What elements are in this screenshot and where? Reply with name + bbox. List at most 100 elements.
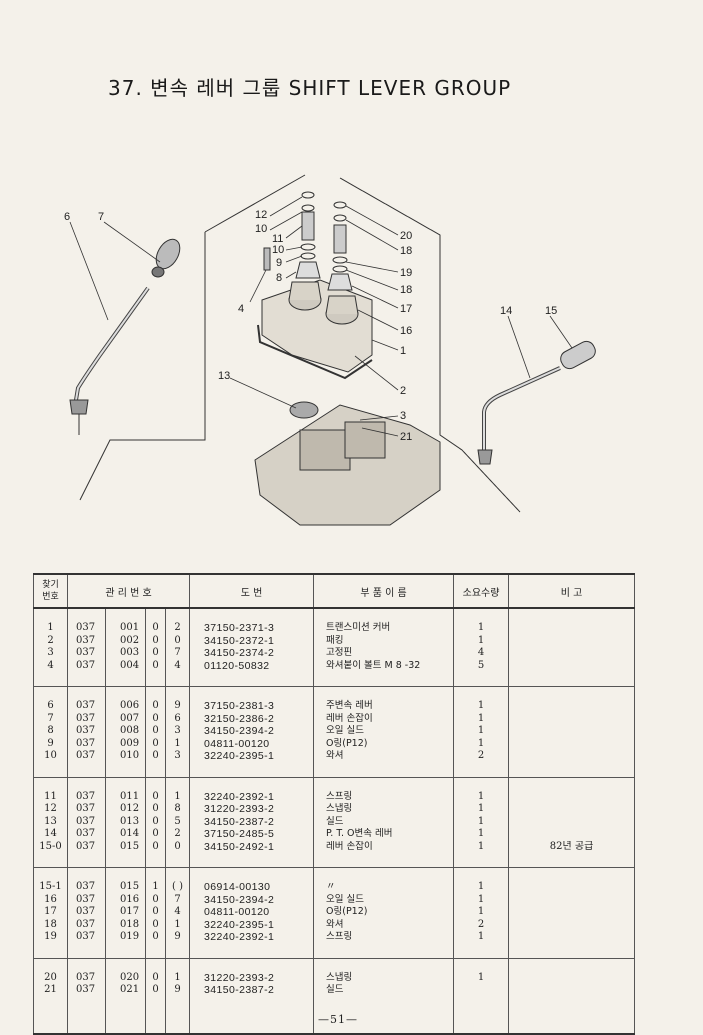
- callout-17: 17: [400, 303, 412, 315]
- cell-qty: 1: [453, 803, 510, 816]
- cell-m4: 0: [164, 634, 191, 647]
- cell-no: 13: [33, 815, 68, 828]
- cell-m4: 4: [164, 906, 191, 919]
- cell-part: 31220-2393-2: [189, 958, 315, 984]
- cell-no: 2: [33, 634, 68, 647]
- cell-qty: 1: [453, 815, 510, 828]
- cell-m3: 0: [145, 984, 166, 1035]
- cell-m2: 003: [105, 647, 146, 660]
- cell-no: 15-0: [33, 840, 68, 868]
- gasket: [257, 324, 373, 380]
- cell-m4: 2: [164, 828, 191, 841]
- cell-m1: 037: [67, 958, 106, 984]
- cell-no: 21: [33, 984, 68, 1035]
- callout-18a: 18: [400, 245, 412, 257]
- cell-name: 와셔: [313, 750, 455, 778]
- cell-no: 6: [33, 686, 68, 713]
- cell-remarks: [508, 608, 636, 635]
- cell-m4: 7: [164, 647, 191, 660]
- callout-10b: 10: [272, 244, 284, 256]
- cell-m3: 0: [145, 608, 166, 635]
- header-management-number: 관 리 번 호: [66, 573, 191, 609]
- cell-remarks: [508, 958, 636, 984]
- callout-1: 1: [400, 345, 406, 357]
- cell-m2: 018: [105, 918, 146, 931]
- cell-m3: 0: [145, 750, 166, 778]
- cell-qty: [453, 984, 510, 1035]
- cell-m3: 0: [145, 725, 166, 738]
- cell-m3: 0: [145, 906, 166, 919]
- cell-m1: 037: [67, 906, 106, 919]
- cell-m1: 037: [67, 815, 106, 828]
- cell-remarks: [508, 725, 636, 738]
- callout-14: 14: [500, 305, 512, 317]
- cell-m2: 019: [105, 931, 146, 959]
- pto-boundary-line: [339, 177, 521, 513]
- cell-qty: 1: [453, 725, 510, 738]
- cell-part: 34150-2394-2: [189, 725, 315, 738]
- callout-11: 11: [272, 233, 283, 245]
- cell-no: 9: [33, 737, 68, 750]
- cell-m2: 012: [105, 803, 146, 816]
- cell-m3: 0: [145, 840, 166, 868]
- cell-name: 주변속 레버: [313, 686, 455, 713]
- cell-no: 10: [33, 750, 68, 778]
- cell-name: 실드: [313, 815, 455, 828]
- cell-part: 37150-2381-3: [189, 686, 315, 713]
- cell-remarks: [508, 647, 636, 660]
- callout-12: 12: [255, 209, 267, 221]
- cell-name: 스프링: [313, 777, 455, 803]
- cell-m4: 1: [164, 737, 191, 750]
- cell-m4: 1: [164, 777, 191, 803]
- cell-m3: 0: [145, 803, 166, 816]
- cell-qty: 1: [453, 906, 510, 919]
- cell-m1: 037: [67, 634, 106, 647]
- cell-m1: 037: [67, 867, 106, 894]
- page-number: —51—: [318, 1013, 358, 1026]
- cell-name: 패킹: [313, 634, 455, 647]
- cell-m2: 017: [105, 906, 146, 919]
- cell-part: 34150-2394-2: [189, 893, 315, 906]
- callout-8: 8: [276, 272, 282, 284]
- callout-4: 4: [238, 303, 244, 315]
- callout-labels: 6 7 12 10 11 10 9 8 4 13 20 18 19 18 17 …: [64, 209, 557, 443]
- cell-m1: 037: [67, 750, 106, 778]
- cell-qty: 1: [453, 777, 510, 803]
- cell-m1: 037: [67, 737, 106, 750]
- cell-part: 32240-2395-1: [189, 918, 315, 931]
- cell-qty: 1: [453, 686, 510, 713]
- header-remarks: 비 고: [508, 573, 636, 609]
- cell-m2: 009: [105, 737, 146, 750]
- cell-m3: 0: [145, 918, 166, 931]
- cell-m3: 0: [145, 815, 166, 828]
- cell-m4: 5: [164, 815, 191, 828]
- cell-name: 오일 실드: [313, 725, 455, 738]
- cell-remarks: [508, 712, 636, 725]
- cell-m3: 0: [145, 634, 166, 647]
- cell-no: 7: [33, 712, 68, 725]
- cell-m4: 3: [164, 725, 191, 738]
- cell-m4: 9: [164, 984, 191, 1035]
- cell-m2: 006: [105, 686, 146, 713]
- cell-part: 37150-2485-5: [189, 828, 315, 841]
- cell-part: 01120-50832: [189, 659, 315, 687]
- cell-remarks: [508, 815, 636, 828]
- cell-m2: 001: [105, 608, 146, 635]
- cell-remarks: [508, 737, 636, 750]
- cell-qty: 1: [453, 712, 510, 725]
- cell-m1: 037: [67, 828, 106, 841]
- cell-remarks: [508, 777, 636, 803]
- cell-no: 16: [33, 893, 68, 906]
- cell-remarks: [508, 931, 636, 959]
- callout-20: 20: [400, 230, 412, 242]
- cell-qty: 1: [453, 840, 510, 868]
- cell-m1: 037: [67, 647, 106, 660]
- cell-no: 19: [33, 931, 68, 959]
- cell-m4: 0: [164, 840, 191, 868]
